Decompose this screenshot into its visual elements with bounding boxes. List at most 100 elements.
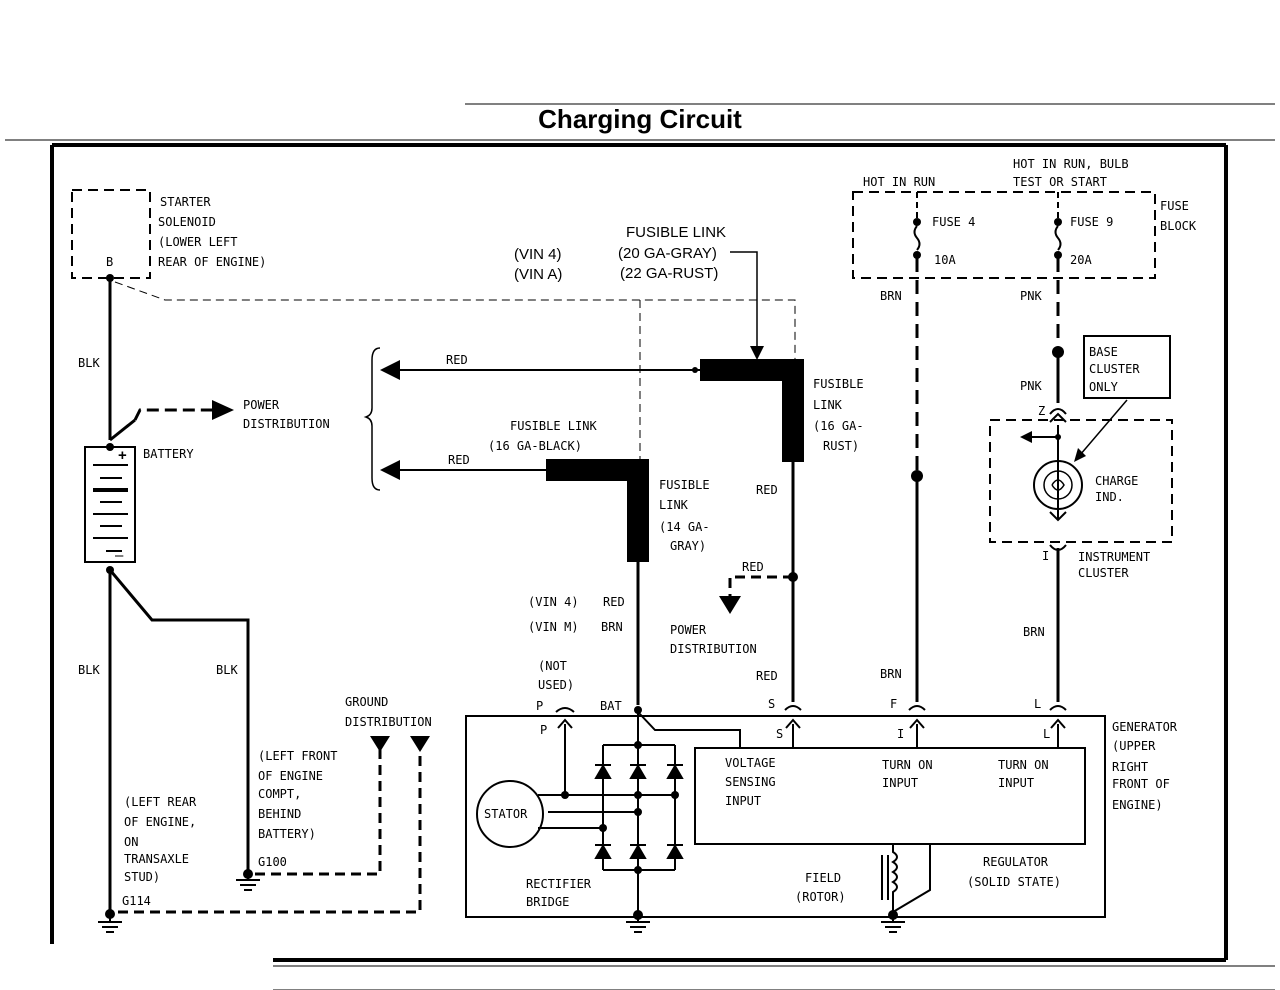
label-left-front-2: OF ENGINE [258, 769, 323, 783]
label-fl-14-2: LINK [659, 498, 689, 512]
label-ga20-gray: (20 GA-GRAY) [618, 245, 717, 262]
label-base-1: BASE [1089, 345, 1118, 359]
label-fl-14-1: FUSIBLE [659, 478, 710, 492]
label-pnk-1: PNK [1020, 289, 1042, 303]
label-hot-run: HOT IN RUN [863, 175, 935, 189]
label-blk-mid: BLK [216, 663, 238, 677]
label-i-inner: I [897, 727, 904, 741]
label-voltage-1: VOLTAGE [725, 756, 776, 770]
battery-ground-wires [108, 569, 250, 912]
label-p-top: P [536, 699, 543, 713]
label-regulator-2: (SOLID STATE) [967, 875, 1061, 889]
label-brn-fuse: BRN [880, 289, 902, 303]
label-left-rear-3: ON [124, 835, 138, 849]
generator: GENERATOR (UPPER RIGHT FRONT OF ENGINE) [465, 715, 1178, 918]
ground-g114 [98, 909, 122, 933]
label-vinm: (VIN M) [528, 620, 579, 634]
label-starter-1: STARTER [160, 195, 211, 209]
label-regulator-1: REGULATOR [983, 855, 1049, 869]
label-g100: G100 [258, 855, 287, 869]
generator-grounds [626, 910, 905, 933]
label-a10: 10A [934, 253, 956, 267]
label-fuse-block-2: BLOCK [1160, 219, 1197, 233]
label-a20: 20A [1070, 253, 1092, 267]
label-turn-on-1b: INPUT [882, 776, 918, 790]
label-blk-top: BLK [78, 356, 100, 370]
generator-connectors [555, 705, 1067, 713]
label-ground-dist-1: GROUND [345, 695, 388, 709]
label-generator-3: RIGHT [1112, 760, 1148, 774]
rectifier-diodes [594, 764, 684, 859]
regulator: VOLTAGE SENSING INPUT TURN ON INPUT TURN… [694, 747, 1086, 889]
field-rotor: FIELD (ROTOR) [795, 844, 931, 913]
label-rect-2: BRIDGE [526, 895, 569, 909]
label-bat: BAT [600, 699, 622, 713]
label-fuse4: FUSE 4 [932, 215, 975, 229]
label-generator-4: FRONT OF [1112, 777, 1170, 791]
label-red-top: RED [446, 353, 468, 367]
label-battery: BATTERY [143, 447, 194, 461]
label-stator: STATOR [484, 807, 528, 821]
label-hot-bulb-2: TEST OR START [1013, 175, 1107, 189]
label-instr-1: INSTRUMENT [1078, 550, 1150, 564]
label-charge-2: IND. [1095, 490, 1124, 504]
label-power-dist2-2: DISTRIBUTION [670, 642, 757, 656]
red-wires [398, 369, 700, 471]
label-left-front-4: BEHIND [258, 807, 301, 821]
label-red-mid: RED [448, 453, 470, 467]
label-fuse-block-1: FUSE [1160, 199, 1189, 213]
label-base-3: ONLY [1089, 380, 1119, 394]
label-power-dist-2: DISTRIBUTION [243, 417, 330, 431]
label-starter-4: REAR OF ENGINE) [158, 255, 266, 269]
ground-g100 [236, 869, 260, 891]
label-starter-2: SOLENOID [158, 215, 216, 229]
label-starter-b: B [106, 255, 113, 269]
label-fl-right-2: LINK [813, 398, 843, 412]
label-red-pd: RED [742, 560, 764, 574]
starter-dashed-wire [114, 281, 796, 370]
label-fl-right-4: RUST) [823, 439, 859, 453]
label-red-right: RED [756, 483, 778, 497]
label-ga22-rust: (22 GA-RUST) [620, 265, 718, 282]
label-rect-1: RECTIFIER [526, 877, 592, 891]
label-base-2: CLUSTER [1089, 362, 1140, 376]
label-red-s: RED [756, 669, 778, 683]
label-generator-1: GENERATOR [1112, 720, 1178, 734]
label-i-clu: I [1042, 549, 1049, 563]
label-l-inner: L [1043, 727, 1050, 741]
instrument-cluster: Z CHARGE IND. I INSTRUMENT CLUSTER [989, 404, 1173, 580]
label-left-rear-1: (LEFT REAR [124, 795, 197, 809]
page-frame [5, 103, 1275, 990]
fuse-block: HOT IN RUN HOT IN RUN, BULB TEST OR STAR… [852, 157, 1197, 279]
label-g114: G114 [122, 894, 151, 908]
label-turn-on-1a: TURN ON [882, 758, 933, 772]
battery: + – BATTERY [84, 443, 194, 574]
label-field-2: (ROTOR) [795, 890, 846, 904]
label-fuse9: FUSE 9 [1070, 215, 1113, 229]
label-z: Z [1038, 404, 1045, 418]
rectifier-nodes [561, 741, 679, 874]
label-l-top: L [1034, 697, 1041, 711]
label-pnk-2: PNK [1020, 379, 1042, 393]
label-vin4-a: (VIN 4) [514, 246, 562, 263]
label-fl-14-3: (14 GA- [659, 520, 710, 534]
regulator-inputs [557, 711, 1066, 795]
label-field-1: FIELD [805, 871, 841, 885]
power-distribution-arrow-2: RED POWER DISTRIBUTION [670, 560, 793, 656]
label-charge-1: CHARGE [1095, 474, 1138, 488]
label-fl-16black-2: (16 GA-BLACK) [488, 439, 582, 453]
label-starter-3: (LOWER LEFT [158, 235, 237, 249]
label-fusible-link-top: FUSIBLE LINK [626, 224, 726, 241]
stator: STATOR [476, 780, 544, 848]
page-title: Charging Circuit [538, 104, 742, 134]
label-s-inner: S [776, 727, 783, 741]
base-cluster-note: BASE CLUSTER ONLY [1074, 335, 1171, 462]
label-left-front-5: BATTERY) [258, 827, 316, 841]
blk-wire-starter-battery [108, 278, 136, 442]
label-blk-left: BLK [78, 663, 100, 677]
label-left-rear-4: TRANSAXLE [124, 852, 189, 866]
label-turn-on-2a: TURN ON [998, 758, 1049, 772]
label-brn-l: BRN [1023, 625, 1045, 639]
label-fl-16black-1: FUSIBLE LINK [510, 419, 597, 433]
wire-bracket [363, 347, 381, 491]
